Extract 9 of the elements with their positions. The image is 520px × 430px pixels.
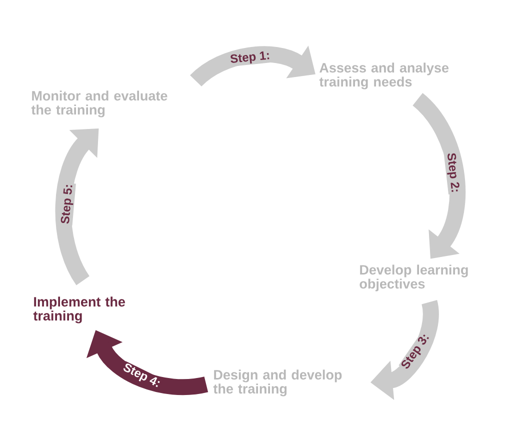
stage-label: Implement the training xyxy=(33,296,125,324)
step-label: Step 5: xyxy=(59,182,76,226)
step-label: Step 4: xyxy=(120,361,164,392)
stage-label: Assess and analyse training needs xyxy=(319,62,449,90)
stage-label: Design and develop the training xyxy=(213,370,342,396)
stage-label: Develop learning objectives xyxy=(360,264,468,292)
step-label: Step 1: xyxy=(228,50,272,67)
stage-label: Monitor and evaluate the training xyxy=(31,90,168,118)
step-label: Step 2: xyxy=(444,151,462,194)
